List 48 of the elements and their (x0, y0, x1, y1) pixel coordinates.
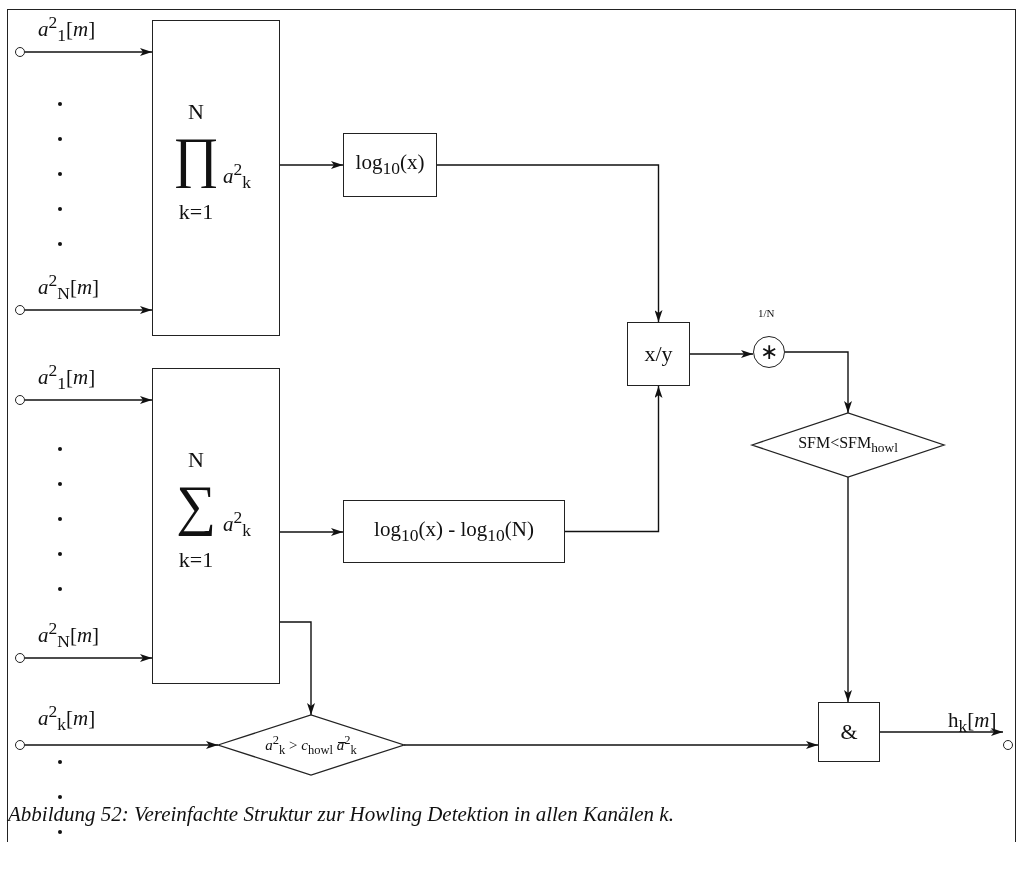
arrow (403, 741, 819, 749)
arrow (279, 161, 344, 169)
upper-limit: N (187, 449, 205, 471)
arrow (689, 350, 754, 358)
operator-block (152, 368, 280, 684)
block-label: ∗ (760, 341, 778, 363)
terminal-circle (15, 47, 25, 57)
arrow (24, 654, 153, 662)
block-label: log$_{10}$(x) - log$_{10}$(N) (374, 518, 534, 545)
terminal-circle (15, 305, 25, 315)
block-label: SFM<SFM$_{howl}$ (798, 435, 898, 455)
arrow (279, 528, 344, 536)
arrow (24, 306, 153, 314)
signal-label: h$_{k}$[m] (948, 710, 997, 736)
lower-limit: k=1 (177, 201, 215, 223)
signal-label: a$^{2}$$_{1}$[m] (38, 362, 96, 393)
block-label: x/y (644, 343, 673, 365)
arrow (24, 396, 153, 404)
signal-label: a$^{2}$$_{k}$[m] (38, 703, 96, 734)
lower-limit: k=1 (177, 549, 215, 571)
process-box (343, 133, 437, 197)
upper-limit: N (187, 101, 205, 123)
arrow (279, 621, 315, 716)
signal-label: 1/N (758, 308, 775, 319)
arrow (24, 48, 153, 56)
terminal-circle (15, 740, 25, 750)
arrow (784, 351, 852, 414)
signal-label: a$^{2}$$_{N}$[m] (38, 272, 100, 303)
terminal-circle (15, 653, 25, 663)
terminal-circle (753, 336, 785, 368)
decision-diamond (752, 413, 944, 477)
block-label: & (840, 721, 858, 743)
process-box (343, 500, 565, 563)
process-box (818, 702, 880, 762)
arrow (436, 164, 663, 323)
process-box (627, 322, 690, 386)
terminal-circle (1003, 740, 1013, 750)
signal-label: a$^{2}$$_{N}$[m] (38, 620, 100, 651)
terminal-circle (15, 395, 25, 405)
arrow (24, 741, 219, 749)
arrow (844, 476, 852, 703)
decision-diamond (218, 715, 404, 775)
arrow (564, 385, 663, 533)
block-label: log$_{10}$(x) (355, 152, 425, 178)
signal-label: a$^{2}$$_{1}$[m] (38, 14, 96, 45)
figure-caption: Abbildung 52: Vereinfachte Struktur zur Howling Detektion in allen Kanälen k. (8, 802, 674, 827)
arrow (879, 728, 1004, 736)
operator-block (152, 20, 280, 336)
